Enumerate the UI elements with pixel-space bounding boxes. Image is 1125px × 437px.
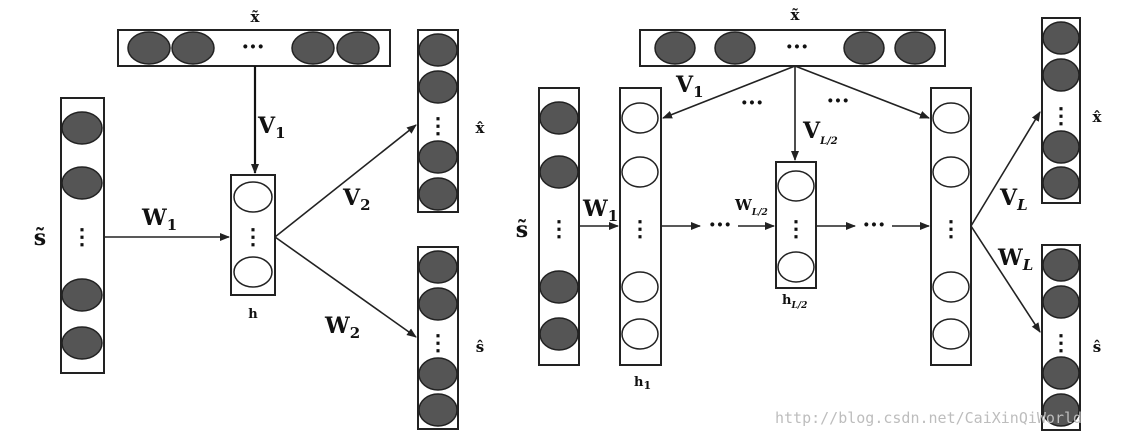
right-vL-arrow xyxy=(970,111,1041,227)
right-diagram: ··· x̃ ⋮ s̃ ⋮ h1 ⋮ hL/ xyxy=(516,6,1103,431)
left-x-hat-vector: ⋮ xyxy=(417,29,459,213)
left-v2-label: V2 xyxy=(342,185,371,214)
right-shat-ellipsis: ⋮ xyxy=(1050,330,1072,356)
right-vL-label: VL xyxy=(999,185,1028,214)
right-s-tilde-vector: ⋮ xyxy=(538,87,580,366)
left-w1-label: W1 xyxy=(141,205,177,234)
right-wL-arrow xyxy=(970,225,1041,333)
right-hL2-layer: ⋮ xyxy=(775,161,817,289)
left-s-hat-vector: ⋮ xyxy=(417,246,459,430)
right-ellipsis-top-left: ··· xyxy=(741,90,764,116)
right-s-tilde-label: s̃ xyxy=(516,217,528,243)
left-diagram: ··· x̃ ⋮ s̃ ⋮ h ⋮ x̂ xyxy=(34,8,486,430)
left-shat-ellipsis: ⋮ xyxy=(427,330,449,356)
right-w1-label: W1 xyxy=(582,196,618,225)
right-x-hat-vector: ⋮ xyxy=(1041,17,1081,204)
right-ellipsis-top-right: ··· xyxy=(827,88,850,114)
right-chain-ellipsis-2: ··· xyxy=(863,212,886,238)
right-h1-label: h1 xyxy=(634,375,651,392)
left-x-tilde-vector: ··· xyxy=(117,29,391,67)
left-x-ellipsis: ··· xyxy=(242,34,265,60)
left-x-hat-label: x̂ xyxy=(476,119,486,137)
left-w2-label: W2 xyxy=(324,313,360,342)
right-hlast-ellipsis: ⋮ xyxy=(940,216,962,242)
right-chain-ellipsis-1: ··· xyxy=(709,212,732,238)
right-vL2-label: VL/2 xyxy=(802,118,838,147)
left-hidden-layer: ⋮ xyxy=(230,174,276,296)
right-x-tilde-label: x̃ xyxy=(791,6,801,24)
right-s-hat-vector: ⋮ xyxy=(1041,244,1081,431)
right-s-hat-label: ŝ xyxy=(1093,338,1101,356)
right-xhat-ellipsis: ⋮ xyxy=(1050,103,1072,129)
left-s-hat-label: ŝ xyxy=(476,338,484,356)
right-v1-arrow xyxy=(662,65,796,119)
right-x-ellipsis: ··· xyxy=(786,34,809,60)
left-h-ellipsis: ⋮ xyxy=(242,224,264,250)
right-h1-ellipsis: ⋮ xyxy=(629,216,651,242)
left-x-tilde-label: x̃ xyxy=(251,8,261,26)
left-s-tilde-label: s̃ xyxy=(34,225,46,251)
right-h1-layer: ⋮ xyxy=(619,87,662,366)
right-x-tilde-vector: ··· xyxy=(639,29,946,67)
right-wL-label: WL xyxy=(997,245,1033,274)
right-s-ellipsis: ⋮ xyxy=(548,216,570,242)
watermark-text: http://blog.csdn.net/CaiXinQiWorld xyxy=(775,409,1082,427)
left-v2-arrow xyxy=(274,124,417,238)
left-s-tilde-vector: ⋮ xyxy=(60,97,105,374)
right-hL2-label: hL/2 xyxy=(782,293,807,311)
left-s-ellipsis: ⋮ xyxy=(71,224,93,250)
right-vlast-arrow xyxy=(794,65,930,119)
right-wL2-label: WL/2 xyxy=(734,196,768,218)
right-v1-label: V1 xyxy=(675,72,704,101)
left-v1-label: V1 xyxy=(257,113,286,142)
left-h-label: h xyxy=(248,307,258,322)
right-x-hat-label: x̂ xyxy=(1093,108,1103,126)
left-w2-arrow xyxy=(274,236,417,338)
left-xhat-ellipsis: ⋮ xyxy=(427,113,449,139)
right-hidden-last-layer: ⋮ xyxy=(930,87,972,366)
right-hL2-ellipsis: ⋮ xyxy=(785,216,807,242)
